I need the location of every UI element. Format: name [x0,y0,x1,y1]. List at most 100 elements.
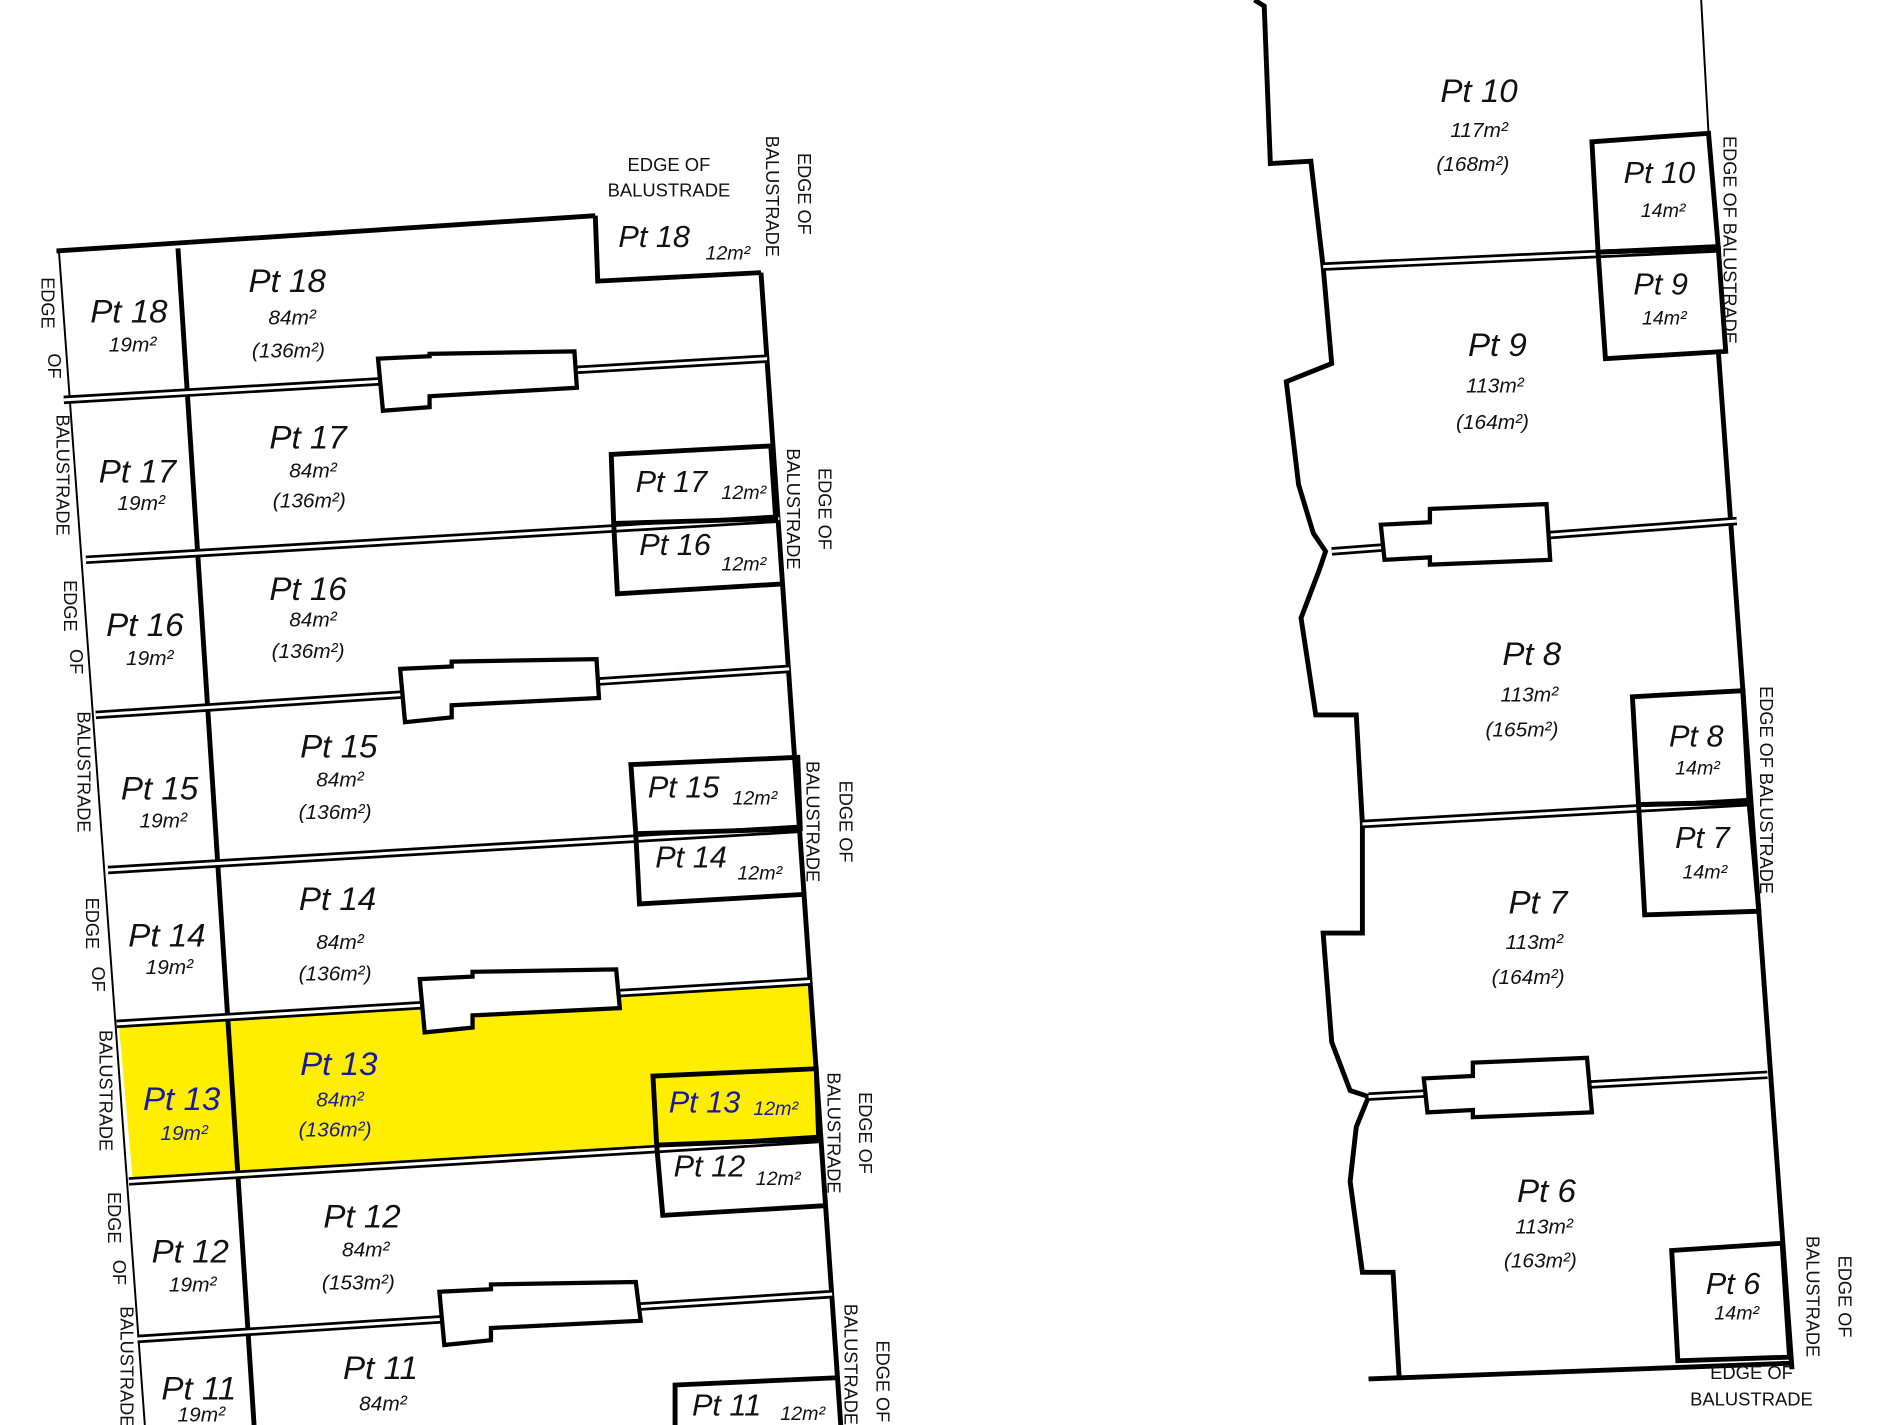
lot-name: Pt 18 [249,262,327,299]
balcony-name: Pt 9 [1633,268,1688,302]
balcony-area: 12m² [780,1403,826,1425]
courtyard-area: 19m² [160,1122,209,1145]
lot-total-area: (153m²) [322,1271,395,1294]
edge-label: BALUSTRADE [840,1304,861,1425]
edge-label: EDGE [38,277,59,328]
balcony-name: Pt 17 [636,465,709,499]
lot-name: Pt 7 [1508,884,1569,921]
stair-void [417,967,623,1035]
left-building [56,213,844,1425]
lot-area: 113m² [1505,931,1564,954]
balcony-area: 14m² [1642,308,1688,330]
edge-label: EDGE [104,1192,125,1243]
lot-name: Pt 8 [1502,635,1562,672]
stair-void [1378,501,1553,567]
lot-name: Pt 15 [300,728,378,765]
edge-labels: EDGE OF BALUSTRADE EDGE OF BALUSTRADE ED… [38,136,1856,1425]
lot-name: Pt 10 [1440,72,1518,109]
lot-total-area: (168m²) [1436,153,1509,176]
lot-area: 84m² [289,460,338,483]
balcony-area: 12m² [705,242,751,264]
lot-name: Pt 9 [1468,326,1527,363]
lot-total-area: (136m²) [299,1119,372,1142]
lot-total-area: (164m²) [1492,966,1565,989]
edge-label: EDGE [60,580,81,631]
edge-label: BALUSTRADE [762,136,783,257]
balcony-area: 12m² [721,554,767,576]
stair-void [1421,1055,1595,1120]
courtyard-name: Pt 12 [152,1233,229,1270]
stair-void [375,349,580,414]
lot-total-area: (165m²) [1485,719,1558,742]
balcony-area: 14m² [1641,200,1687,222]
balcony-name: Pt 14 [655,841,727,875]
edge-label: BALUSTRADE [116,1306,137,1425]
lot-total-area: (136m²) [299,962,372,985]
balcony-area: 14m² [1714,1303,1760,1325]
lot-area: 117m² [1450,119,1509,142]
balcony-area: 14m² [1682,862,1728,884]
edge-label: EDGE OF [1835,1256,1856,1338]
edge-label: EDGE OF [815,468,836,550]
edge-label: BALUSTRADE [802,761,823,882]
edge-label: OF [88,966,109,991]
lot-area: 113m² [1466,375,1525,398]
balcony-name: Pt 12 [674,1150,746,1184]
lot-area: 84m² [316,769,365,792]
lot-name: Pt 16 [269,570,347,607]
lot-total-area: (164m²) [1456,411,1529,434]
courtyard-name: Pt 13 [143,1080,221,1117]
courtyard-name: Pt 16 [106,606,184,643]
balcony-area: 12m² [756,1168,802,1190]
lot-area: 84m² [268,307,317,330]
edge-label: BALUSTRADE [52,414,73,535]
edge-label: EDGE OF [794,153,815,235]
balcony-area: 12m² [737,863,783,885]
edge-label: BALUSTRADE [95,1030,116,1151]
balcony-area: 14m² [1675,757,1721,779]
lot-name: Pt 14 [299,880,376,917]
courtyard-name: Pt 14 [128,917,205,954]
lot-name: Pt 6 [1517,1172,1577,1209]
edge-label: BALUSTRADE [73,711,94,832]
balcony-name: Pt 13 [669,1086,741,1120]
edge-label: EDGE OF BALUSTRADE [1756,686,1777,894]
balcony-name: Pt 15 [648,770,721,804]
balcony-name: Pt 7 [1675,821,1731,855]
courtyard-area: 19m² [126,647,175,670]
stair-void [437,1279,644,1348]
courtyard-name: Pt 11 [161,1370,236,1407]
edge-label: EDGE OF [836,781,857,863]
lot-13-highlight[interactable] [119,983,817,1178]
edge-label: EDGE OF [855,1092,876,1174]
lot-total-area: (163m²) [1504,1250,1577,1273]
edge-label: EDGE OF BALUSTRADE [1719,136,1740,344]
edge-label: OF [109,1260,130,1285]
lot-name: Pt 11 [343,1349,418,1386]
balcony-area: 12m² [732,788,778,810]
edge-label: BALUSTRADE [608,179,731,200]
edge-label: BALUSTRADE [1690,1389,1813,1410]
lot-area: 84m² [316,931,365,954]
balcony-name: Pt 6 [1706,1267,1761,1301]
edge-label: OF [66,649,87,674]
edge-label: BALUSTRADE [1803,1236,1824,1357]
lot-name: Pt 17 [269,419,348,456]
balcony-name: Pt 18 [618,220,690,254]
courtyard-area: 19m² [117,492,166,515]
lot-name: Pt 12 [323,1198,400,1235]
stair-void [397,657,602,725]
lot-name: Pt 13 [300,1045,378,1082]
lot-total-area: (136m²) [299,801,372,824]
lot-area: 113m² [1501,684,1560,707]
courtyard-name: Pt 15 [121,770,199,807]
edge-label: EDGE OF [872,1341,893,1423]
left-lot-labels: Pt 18 19m² Pt 17 19m² Pt 16 19m² Pt 15 1… [90,220,826,1425]
edge-label: EDGE OF [1710,1362,1793,1383]
courtyard-name: Pt 17 [99,452,178,489]
courtyard-area: 19m² [109,334,158,357]
edge-label: OF [44,353,65,378]
edge-label: EDGE OF [628,154,711,175]
lot-area: 113m² [1515,1216,1574,1239]
